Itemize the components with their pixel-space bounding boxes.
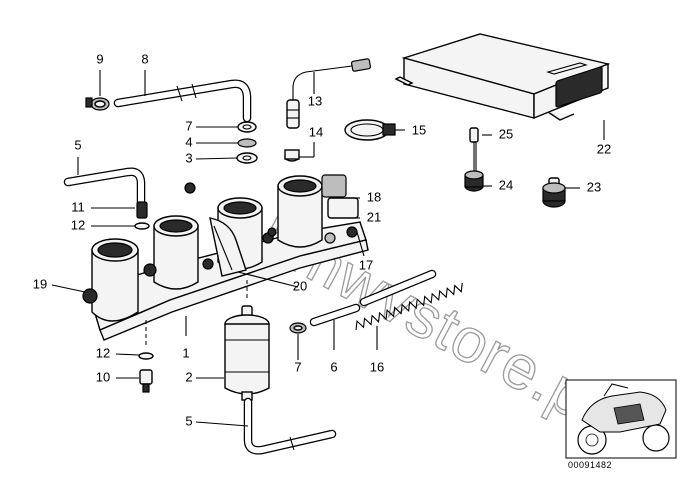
callout-1: 1 [182, 345, 189, 360]
control-unit-22 [394, 33, 611, 121]
injector-10 [138, 320, 154, 393]
callout-10: 10 [96, 369, 110, 384]
hose-clamp-7 [289, 322, 307, 334]
plug-23 [542, 177, 566, 208]
callout-8: 8 [141, 51, 148, 66]
callout-25: 25 [499, 126, 513, 141]
callout-12-lower: 12 [96, 345, 110, 360]
callout-15: 15 [412, 122, 426, 137]
pressure-regulator-2 [224, 280, 270, 401]
motorcycle-thumbnail [565, 379, 677, 459]
callout-7-lower: 7 [294, 359, 301, 374]
callout-6: 6 [330, 359, 337, 374]
callout-4: 4 [185, 134, 192, 149]
sensor-wire-13 [286, 58, 372, 129]
hose-clamp-15 [344, 119, 396, 141]
callout-labels: 9 8 13 7 4 3 14 15 5 11 12 18 21 17 19 2… [33, 51, 611, 428]
callout-18: 18 [367, 189, 381, 204]
fuel-hose-upper [113, 79, 252, 123]
washer-stack [236, 121, 258, 164]
callout-20: 20 [293, 278, 307, 293]
callout-16: 16 [370, 359, 384, 374]
callout-24: 24 [499, 177, 513, 192]
callout-12: 12 [71, 217, 85, 232]
callout-23: 23 [587, 179, 601, 194]
callout-3: 3 [185, 150, 192, 165]
callout-2: 2 [185, 369, 192, 384]
callout-5-lower: 5 [185, 413, 192, 428]
hose-clamp-9 [85, 97, 110, 111]
callout-22: 22 [597, 141, 611, 156]
grommet-14 [284, 149, 300, 162]
fuel-hose-6 [309, 269, 437, 327]
cap-24 [464, 170, 484, 192]
connector-25 [469, 127, 479, 172]
callout-5: 5 [74, 137, 81, 152]
callout-7: 7 [185, 118, 192, 133]
callout-11: 11 [71, 199, 85, 214]
callout-14: 14 [309, 124, 323, 139]
callout-19: 19 [33, 276, 47, 291]
fuel-pipe-lower-5 [243, 397, 337, 455]
spring-16 [355, 282, 463, 331]
callout-13: 13 [308, 93, 322, 108]
reference-code: 00091482 [568, 460, 613, 470]
leader-lines [51, 70, 605, 427]
callout-21: 21 [367, 209, 381, 224]
callout-9: 9 [96, 51, 103, 66]
throttle-body-assembly [63, 167, 369, 341]
callout-17: 17 [359, 257, 373, 272]
